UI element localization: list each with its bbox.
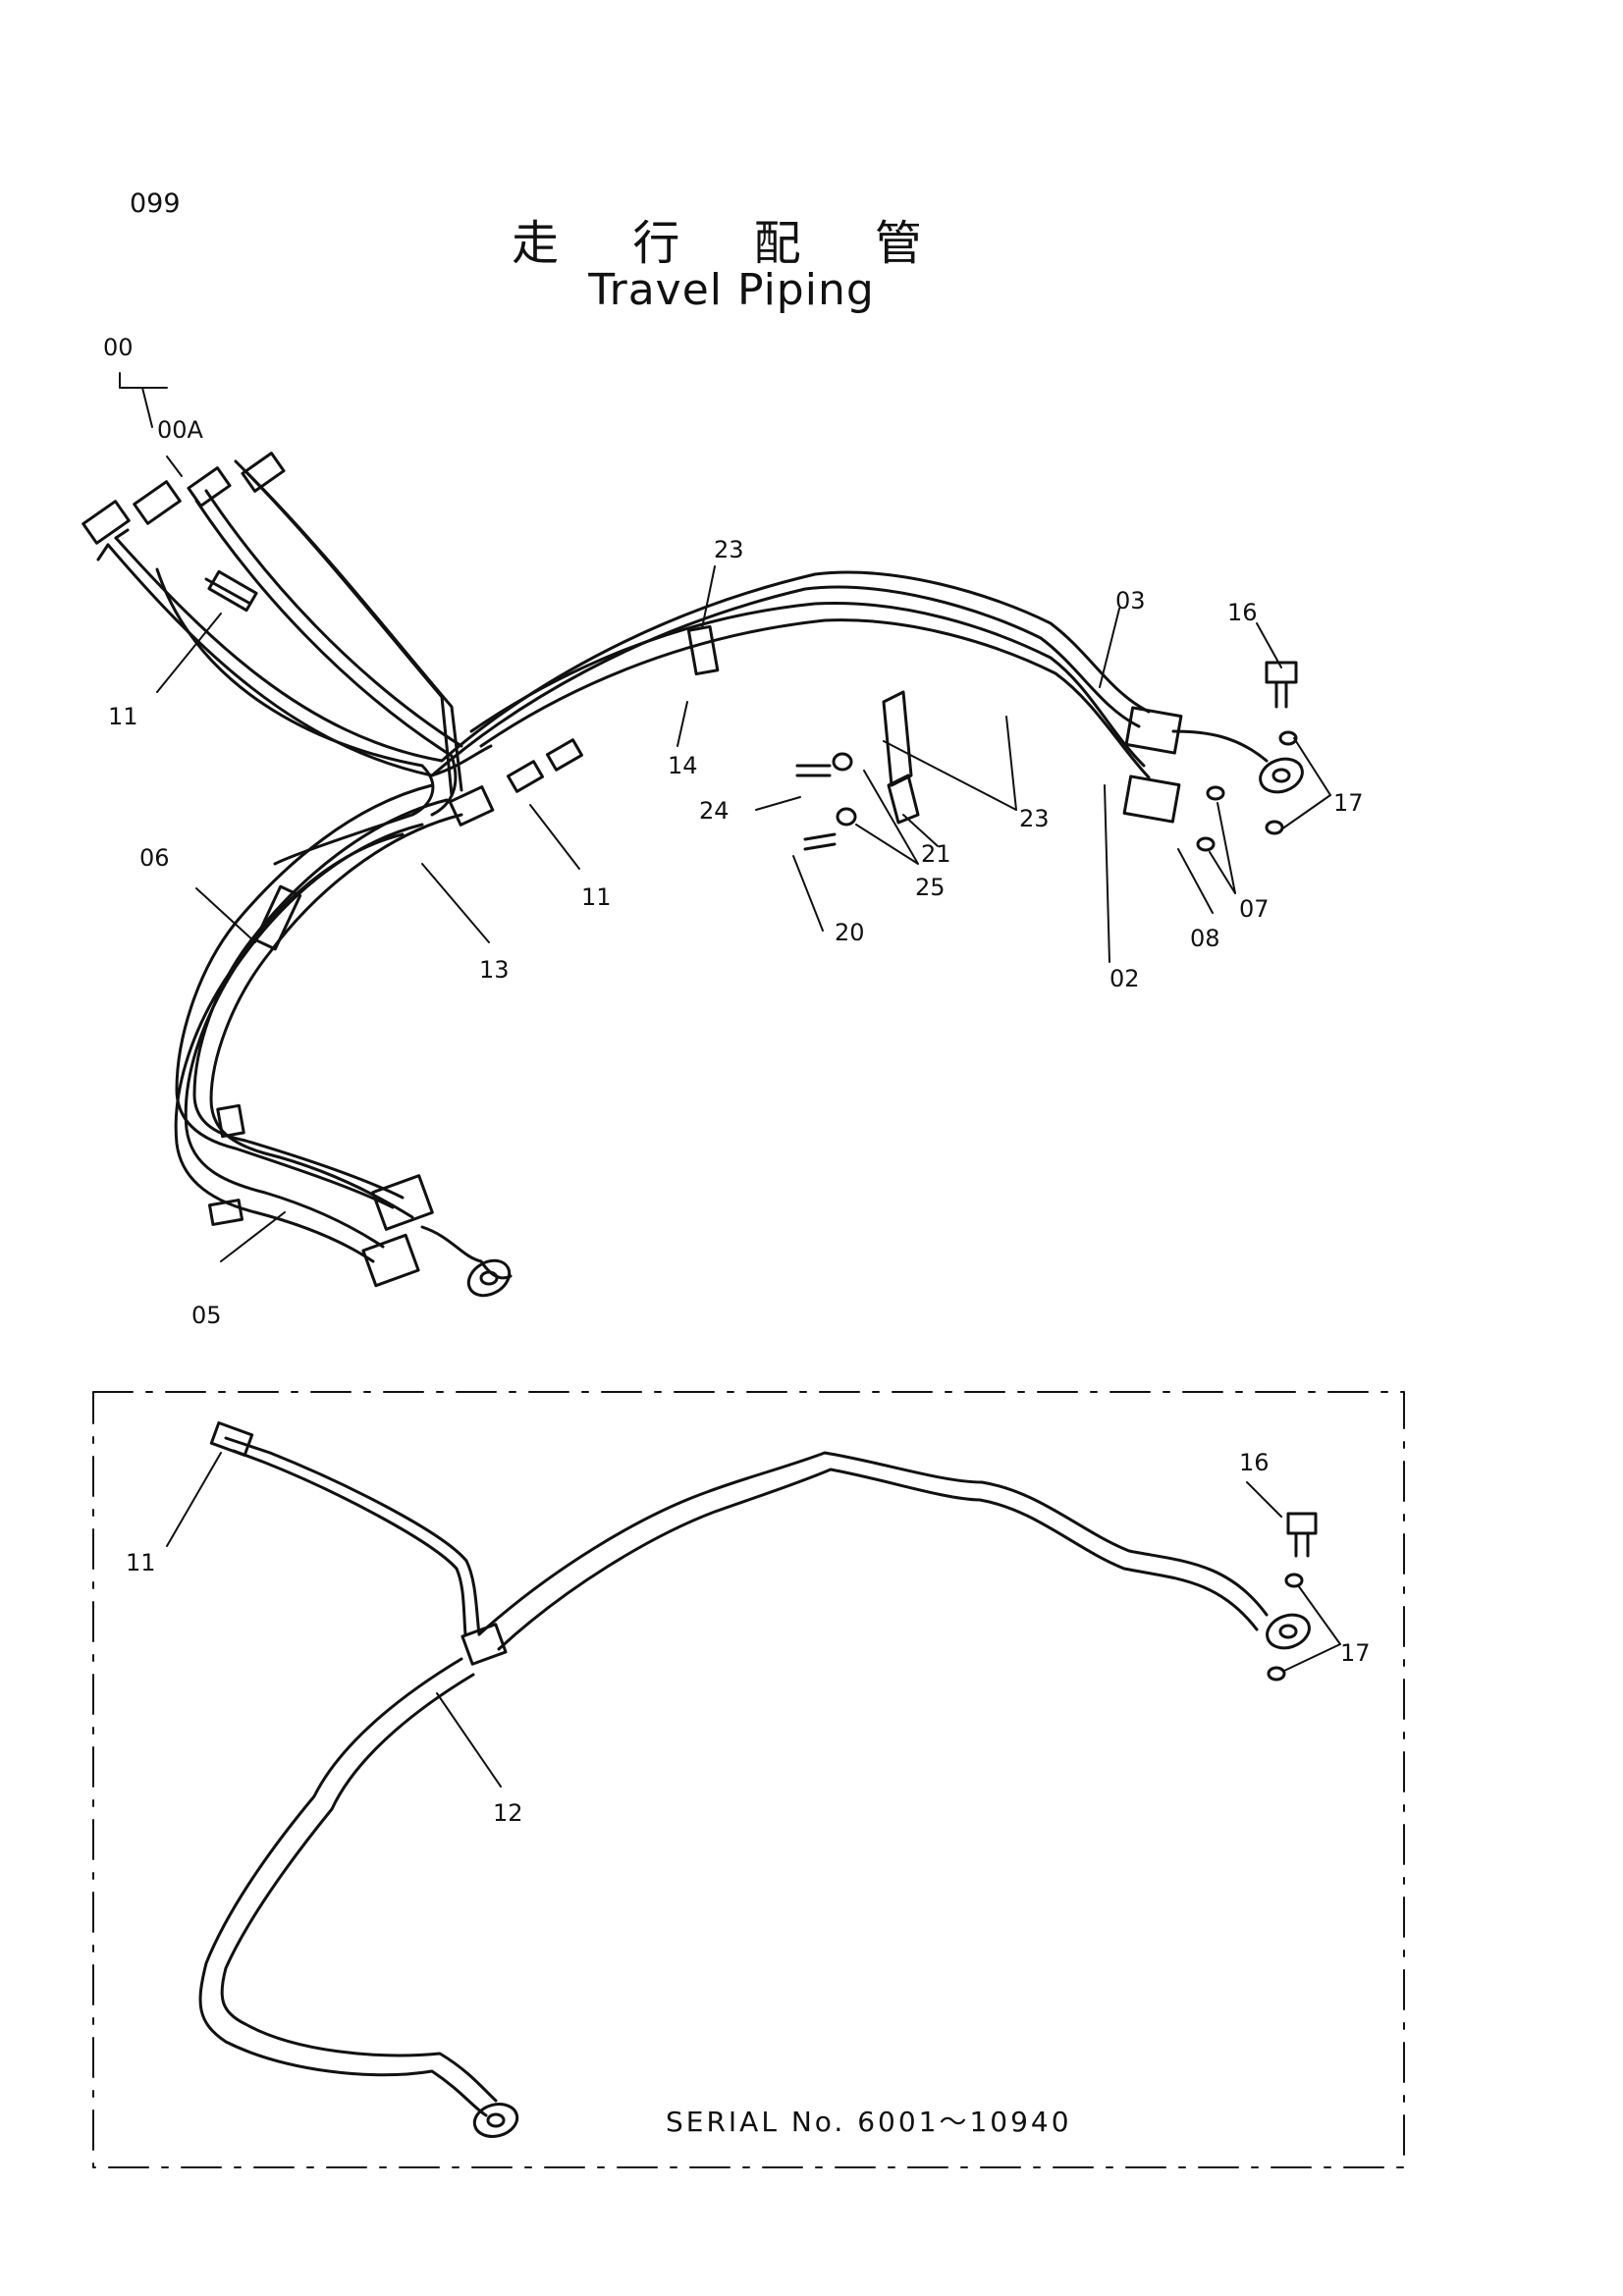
callout-05: 05 (191, 1302, 222, 1329)
title-japanese: 走 行 配 管 (512, 216, 951, 271)
callout-13: 13 (479, 956, 510, 984)
callout-06: 06 (139, 844, 170, 872)
callout-23-top: 23 (714, 536, 744, 563)
callout-02: 02 (1109, 965, 1140, 992)
callout-inset-12: 12 (493, 1799, 523, 1827)
callout-20: 20 (835, 919, 865, 946)
callout-21: 21 (921, 840, 951, 868)
inset-box (92, 1391, 1405, 2168)
callout-11-left: 11 (108, 703, 138, 730)
callout-00A: 00A (157, 416, 204, 444)
callout-00: 00 (103, 334, 134, 361)
page-number: 099 (130, 188, 181, 219)
callout-inset-16: 16 (1239, 1449, 1270, 1476)
inset-leader-lines (166, 1452, 1341, 1788)
title-english: Travel Piping (588, 265, 875, 315)
inset-callouts: 11 12 16 17 (126, 1449, 1371, 1827)
callout-17-top: 17 (1333, 789, 1364, 817)
inset-pipe (198, 1421, 1318, 2138)
serial-range-label: SERIAL No. 6001～10940 (666, 2106, 1072, 2138)
callout-07: 07 (1239, 895, 1270, 923)
callout-14: 14 (668, 752, 698, 779)
callout-11-mid: 11 (581, 883, 612, 911)
callout-inset-17: 17 (1340, 1639, 1371, 1667)
main-pipe-bundle (81, 452, 1304, 1298)
callout-16-top: 16 (1227, 599, 1258, 626)
callout-23-bracket: 23 (1019, 805, 1050, 832)
callout-03: 03 (1115, 587, 1146, 614)
top-leader-lines (119, 372, 1331, 1262)
callout-inset-11: 11 (126, 1549, 156, 1576)
callout-25: 25 (915, 874, 946, 901)
callout-24: 24 (699, 797, 730, 825)
top-callouts: 00 00A 11 06 13 05 11 14 23 24 20 25 21 … (103, 334, 1364, 1329)
callout-08: 08 (1190, 925, 1220, 952)
